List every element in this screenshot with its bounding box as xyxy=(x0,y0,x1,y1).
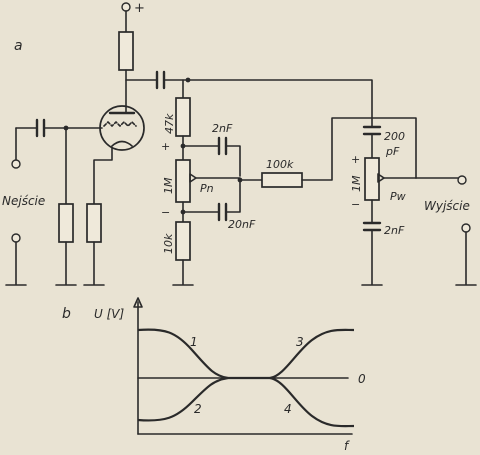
curve-label-3: 3 xyxy=(296,335,304,349)
resistor-100k-label: 100k xyxy=(266,158,294,171)
resistor-47k xyxy=(175,97,191,137)
curve-2 xyxy=(137,376,229,422)
grid-resistor xyxy=(58,203,74,243)
cathode-resistor xyxy=(86,203,102,243)
resistor-10k-label: 10k xyxy=(162,233,175,254)
potentiometer-pn xyxy=(175,159,191,203)
supply-label: + xyxy=(134,1,145,16)
capacitor-2nf-right-label: 2nF xyxy=(384,224,405,237)
x-axis-label: f xyxy=(344,439,350,453)
capacitor-2nf-left-label: 2nF xyxy=(212,122,233,135)
capacitor-2nf-left xyxy=(217,136,228,156)
pot-right-minus: − xyxy=(351,198,360,211)
capacitor-20nf xyxy=(217,202,228,222)
part-a-label: a xyxy=(14,38,23,54)
input-ground-terminal xyxy=(11,233,21,243)
anode-resistor xyxy=(118,31,134,71)
potentiometer-pw-name: Pw xyxy=(390,190,406,203)
capacitor-2nf-right xyxy=(362,221,382,232)
resistor-100k xyxy=(261,172,303,188)
graph-axes xyxy=(133,297,353,435)
curve-label-2: 2 xyxy=(194,402,202,416)
potentiometer-pn-value: 1M xyxy=(162,177,175,194)
curve-label-1: 1 xyxy=(190,335,198,349)
resistor-47k-label: 47k xyxy=(163,113,176,134)
supply-terminal: + xyxy=(121,1,145,16)
triode-tube xyxy=(99,105,145,151)
part-b-label: b xyxy=(62,306,71,322)
curve-3 xyxy=(269,328,355,380)
output-label: Wyjście xyxy=(424,199,470,213)
input-terminal xyxy=(11,159,21,169)
curve-4 xyxy=(269,376,355,428)
capacitor-200pf-value: 200 xyxy=(384,130,405,143)
resistor-10k xyxy=(175,221,191,261)
capacitor-20nf-label: 20nF xyxy=(228,218,256,231)
output-ground-terminal xyxy=(461,223,471,233)
potentiometer-pw-value: 1M xyxy=(350,175,363,192)
pot-left-plus: + xyxy=(161,140,170,153)
input-label: Nejście xyxy=(2,194,45,208)
curve-label-0: 0 xyxy=(358,372,366,386)
curve-label-4: 4 xyxy=(284,402,292,416)
pot-right-plus: + xyxy=(351,153,360,166)
potentiometer-pw xyxy=(364,157,380,201)
capacitor-200pf-unit: pF xyxy=(385,145,400,158)
coupling-capacitor xyxy=(155,70,166,90)
capacitor-200pf xyxy=(362,125,382,136)
pot-left-minus: − xyxy=(161,206,170,219)
curve-1 xyxy=(137,328,229,380)
output-terminal xyxy=(457,175,467,185)
y-axis-label: U [V] xyxy=(94,307,124,321)
potentiometer-pn-name: Pn xyxy=(200,182,214,195)
input-capacitor xyxy=(35,118,46,138)
